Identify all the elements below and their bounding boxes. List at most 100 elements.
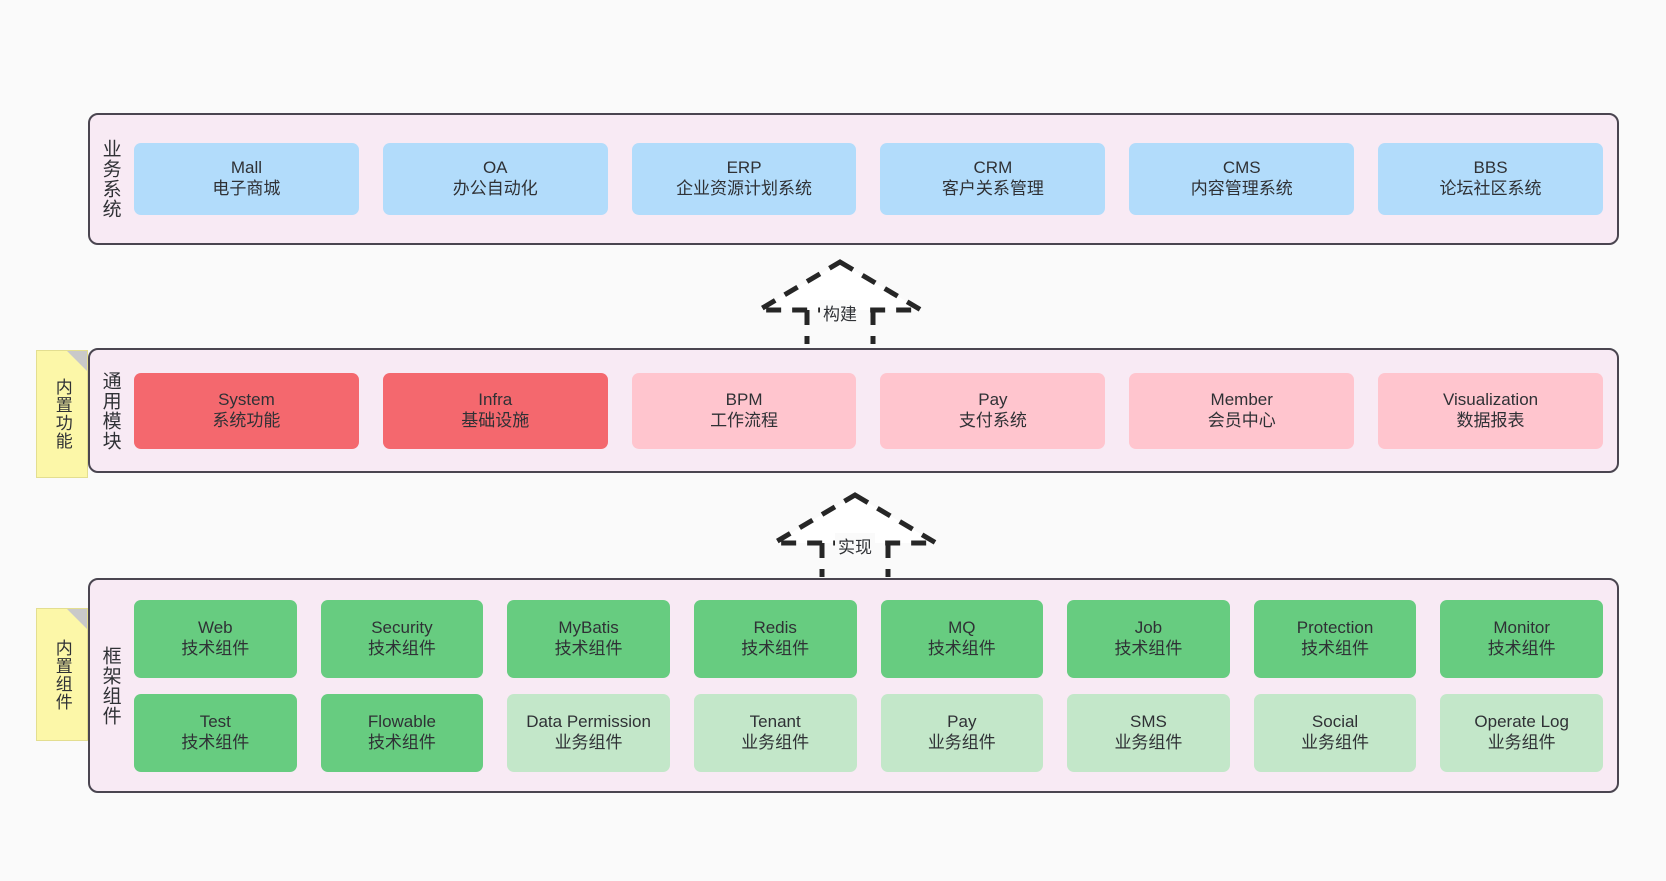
module-card-subtitle: 会员中心 [1207, 410, 1276, 430]
note-built-in-functions: 内置功能 [36, 350, 88, 478]
module-card-name: SMS [1130, 711, 1167, 731]
module-card-subtitle: 内容管理系统 [1190, 179, 1293, 198]
module-card-name: Monitor [1493, 617, 1551, 637]
connector-build: 构建 [745, 258, 935, 344]
module-card-name: Mall [230, 158, 262, 178]
module-card-subtitle: 业务组件 [554, 732, 623, 752]
module-card-subtitle: 数据报表 [1456, 410, 1525, 430]
module-card-name: OA [482, 158, 508, 178]
module-card-subtitle: 电子商城 [212, 179, 281, 198]
note-label: 内置组件 [52, 638, 72, 711]
module-card-name: Member [1210, 389, 1273, 409]
module-card-name: Tenant [749, 711, 801, 731]
connector-realize-label: 实现 [835, 533, 875, 558]
module-card-subtitle: 技术组件 [367, 732, 436, 752]
module-card-name: ERP [726, 158, 762, 178]
layer-title-common-module: 通用模块 [99, 370, 121, 451]
module-card-subtitle: 技术组件 [554, 638, 623, 658]
module-card-name: Job [1134, 617, 1163, 637]
connector-build-label: 构建 [820, 300, 860, 325]
module-card-subtitle: 工作流程 [710, 410, 779, 430]
module-card-name: Visualization [1442, 389, 1539, 409]
module-card-name: Social [1311, 711, 1359, 731]
module-card-subtitle: 技术组件 [741, 638, 810, 658]
note-label: 内置功能 [52, 378, 72, 450]
module-card-subtitle: 业务组件 [1487, 732, 1556, 752]
module-card-name: Pay [947, 711, 977, 731]
module-card-name: Infra [478, 389, 513, 409]
module-card-subtitle: 技术组件 [1487, 638, 1556, 658]
module-card-subtitle: 企业资源计划系统 [676, 179, 813, 198]
module-card-name: CRM [973, 158, 1013, 178]
module-card-name: BBS [1473, 158, 1508, 178]
module-card-subtitle: 业务组件 [741, 732, 810, 752]
module-card-subtitle: 技术组件 [367, 638, 436, 658]
layer-title-framework-component: 框架组件 [99, 645, 121, 726]
module-card-name: Protection [1296, 617, 1374, 637]
module-card-subtitle: 办公自动化 [452, 179, 538, 198]
module-card-name: System [218, 389, 275, 409]
module-card-name: Web [197, 617, 233, 637]
module-card-name: BPM [725, 389, 763, 409]
module-card-subtitle: 业务组件 [927, 732, 996, 752]
connector-realize: 实现 [760, 491, 950, 577]
module-card-subtitle: 技术组件 [927, 638, 996, 658]
module-card-name: CMS [1222, 158, 1261, 178]
layer-title-business-system: 业务系统 [99, 139, 121, 219]
module-card-name: Test [199, 711, 231, 731]
module-card-subtitle: 技术组件 [181, 732, 250, 752]
module-card-name: MyBatis [558, 617, 619, 637]
module-card-subtitle: 论坛社区系统 [1439, 179, 1542, 198]
module-card-subtitle: 技术组件 [181, 638, 250, 658]
module-card-name: Security [371, 617, 433, 637]
module-card-subtitle: 业务组件 [1301, 732, 1370, 752]
module-card-name: Redis [753, 617, 797, 637]
module-card-subtitle: 业务组件 [1114, 732, 1183, 752]
module-card-subtitle: 技术组件 [1301, 638, 1370, 658]
module-card-subtitle: 客户关系管理 [941, 179, 1044, 198]
module-card-name: Pay [978, 389, 1008, 409]
module-card-subtitle: 系统功能 [212, 410, 281, 430]
note-built-in-components: 内置组件 [36, 608, 88, 741]
module-card-name: Data Permission [526, 711, 651, 731]
module-card-name: Operate Log [1474, 711, 1569, 731]
